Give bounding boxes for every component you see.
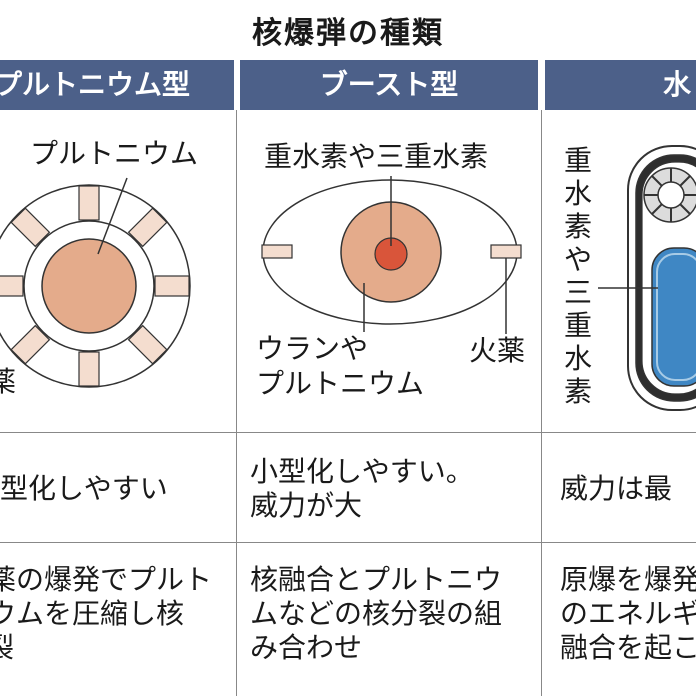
secondary-fuel-highlight bbox=[656, 253, 696, 381]
vertical-char: 素 bbox=[563, 210, 592, 243]
mechanism-cell-hydrogen: 原爆を爆発 のエネルギ 融合を起こ bbox=[560, 563, 696, 665]
label-explosive-partial: 薬 bbox=[0, 365, 17, 398]
mechanism-line: 薬の爆発でプルト bbox=[0, 563, 213, 596]
size-cell-hydrogen: 威力は最 bbox=[560, 472, 673, 505]
explosive-lens bbox=[127, 324, 168, 365]
mechanism-cell-boost: 核融合とプルトニウ ムなどの核分裂の組 み合わせ bbox=[250, 563, 540, 665]
vertical-char: 重 bbox=[563, 309, 592, 342]
size-line: 小型化しやすい。 bbox=[250, 455, 474, 488]
explosive-lenses bbox=[0, 185, 190, 387]
explosive-lens bbox=[10, 324, 51, 365]
size-cell-boost: 小型化しやすい。 威力が大 bbox=[250, 455, 540, 523]
label-plutonium: プルトニウム bbox=[30, 137, 199, 170]
explosive-lens bbox=[10, 207, 51, 248]
row-divider-1 bbox=[0, 432, 696, 433]
secondary-stage bbox=[651, 247, 696, 387]
explosive-lens bbox=[127, 207, 168, 248]
label-gunpowder: 火薬 bbox=[469, 334, 526, 367]
mechanism-line: のエネルギ bbox=[560, 597, 696, 630]
mechanism-line: 裂 bbox=[0, 631, 15, 664]
label-uranium-line2: プルトニウム bbox=[256, 367, 425, 400]
header-boost-type: ブースト型 bbox=[240, 60, 538, 110]
column-divider-1 bbox=[236, 110, 237, 696]
mechanism-line: 原爆を爆発 bbox=[560, 563, 696, 596]
boost-bomb-diagram bbox=[261, 176, 522, 334]
size-cell-plutonium: 型化しやすい bbox=[0, 472, 168, 505]
row-divider-2 bbox=[0, 542, 696, 543]
header-hydrogen-type-label: 水 bbox=[663, 68, 692, 101]
mechanism-line: み合わせ bbox=[250, 631, 363, 664]
label-uranium-line1: ウランや bbox=[256, 332, 369, 365]
vertical-char: や bbox=[563, 243, 592, 276]
mechanism-cell-plutonium: 薬の爆発でプルト ウムを圧縮し核 裂 bbox=[0, 563, 234, 665]
header-hydrogen-type: 水 bbox=[545, 60, 696, 110]
label-deuterium-tritium: 重水素や三重水素 bbox=[264, 140, 489, 173]
leader-line-plutonium bbox=[97, 177, 128, 255]
header-boost-type-label: ブースト型 bbox=[319, 68, 459, 101]
column-divider-2 bbox=[541, 110, 542, 696]
plutonium-bomb-diagram bbox=[0, 177, 191, 388]
vertical-char: 水 bbox=[563, 342, 592, 375]
mechanism-line: ウムを圧縮し核 bbox=[0, 597, 185, 630]
plutonium-core bbox=[41, 238, 137, 334]
explosive-right bbox=[490, 244, 522, 259]
hydrogen-bomb-diagram bbox=[598, 145, 696, 411]
vertical-char: 三 bbox=[563, 276, 592, 309]
explosive-lens bbox=[78, 351, 100, 387]
page-title: 核爆弾の種類 bbox=[252, 16, 444, 51]
header-plutonium-type: プルトニウム型 bbox=[0, 60, 234, 110]
header-plutonium-type-label: プルトニウム型 bbox=[0, 68, 191, 101]
explosive-lens bbox=[154, 275, 190, 297]
explosive-lens bbox=[0, 275, 24, 297]
label-vertical-hydrogen: 重 水 素 や 三 重 水 素 bbox=[562, 144, 594, 408]
mechanism-line: 融合を起こ bbox=[560, 631, 696, 664]
explosive-lens bbox=[78, 185, 100, 221]
vertical-char: 素 bbox=[563, 375, 592, 408]
mechanism-line: 核融合とプルトニウ bbox=[250, 563, 503, 596]
mechanism-line: ムなどの核分裂の組 bbox=[250, 597, 503, 630]
size-line: 威力が大 bbox=[250, 489, 363, 522]
vertical-char: 重 bbox=[563, 144, 592, 177]
vertical-char: 水 bbox=[563, 177, 592, 210]
primary-core bbox=[657, 181, 685, 209]
explosive-left bbox=[261, 244, 293, 259]
